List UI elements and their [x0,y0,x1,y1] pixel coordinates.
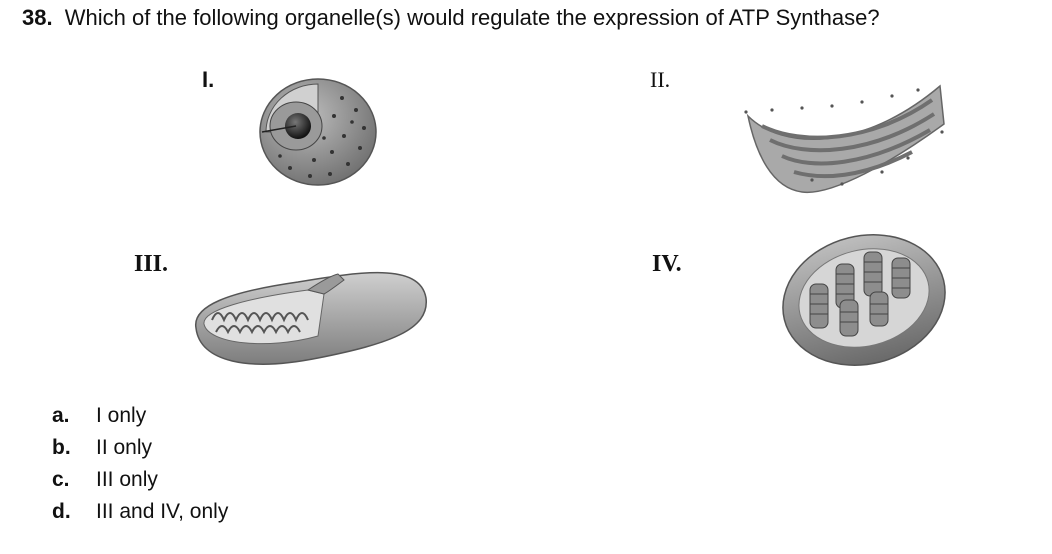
option-d[interactable]: d. III and IV, only [52,496,228,528]
option-letter: c. [52,468,70,491]
option-text: III only [96,468,158,491]
nucleus-icon [252,76,382,193]
option-letter: a. [52,404,70,427]
question-stem: 38. Which of the following organelle(s) … [22,4,880,32]
option-text: I only [96,404,147,427]
mitochondrion-icon [188,258,430,379]
answer-options: a. I only b. II only c. III only d. III … [52,400,228,528]
question-number: 38. [22,5,53,30]
option-letter: b. [52,436,71,459]
option-a[interactable]: a. I only [52,400,228,432]
question-text: Which of the following organelle(s) woul… [64,5,880,30]
figure-label-i: I. [202,67,215,92]
figure-label-ii: II. [650,67,671,92]
option-letter: d. [52,500,71,523]
figure-label-iii: III. [134,251,169,277]
figure-label-iv: IV. [652,251,682,277]
option-b[interactable]: b. II only [52,432,228,464]
option-text: III and IV, only [96,500,229,523]
chloroplast-icon [778,228,950,373]
option-c[interactable]: c. III only [52,464,228,496]
endoplasmic-reticulum-icon [742,80,950,203]
option-text: II only [96,436,153,459]
